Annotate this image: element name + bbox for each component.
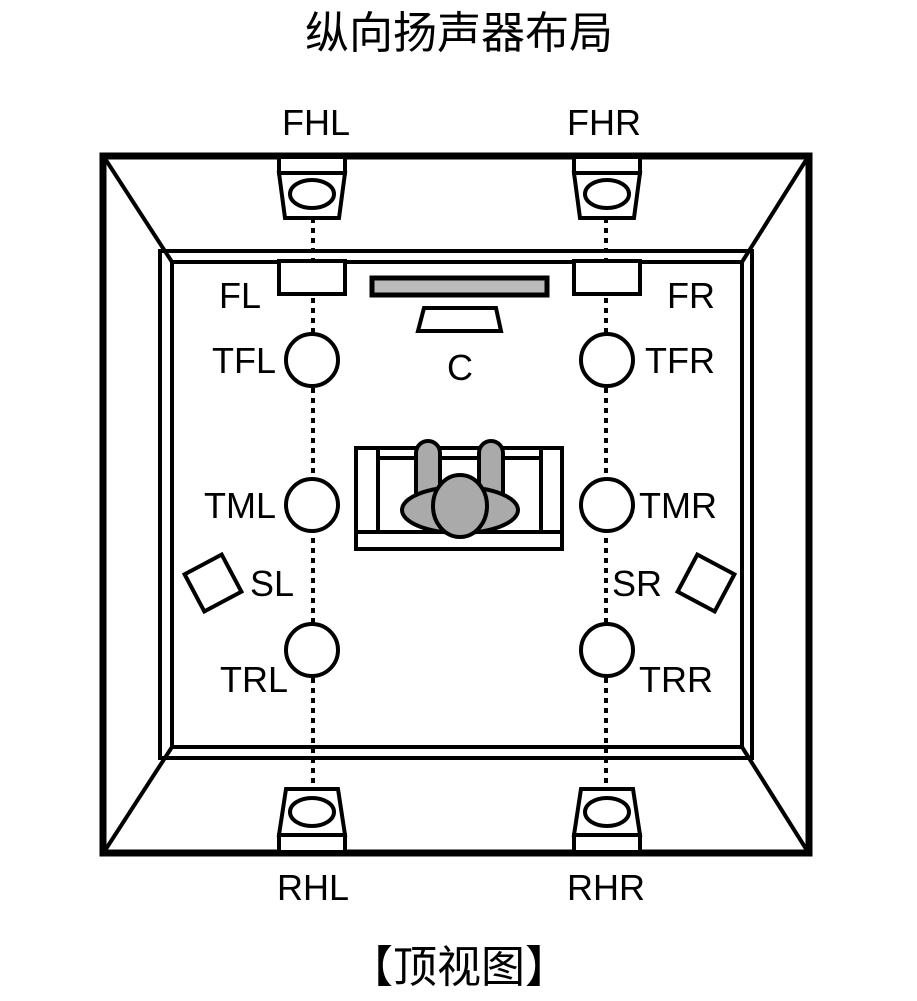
speaker-trr-icon <box>579 622 635 678</box>
label-sl: SL <box>250 563 294 604</box>
speaker-fhr-icon <box>571 155 643 220</box>
speaker-tmr-icon <box>579 477 635 533</box>
listener-couch-icon <box>354 439 564 551</box>
speaker-tml-icon <box>284 477 340 533</box>
speaker-c-icon <box>415 306 504 333</box>
label-fhr: FHR <box>567 102 641 143</box>
speaker-rhl-icon <box>276 787 348 854</box>
room <box>99 152 813 857</box>
label-fl: FL <box>219 275 261 316</box>
speaker-rhr-icon <box>571 787 643 854</box>
speaker-tfl-icon <box>284 332 340 388</box>
label-tfl: TFL <box>212 340 276 381</box>
label-trr: TRR <box>639 659 713 700</box>
speaker-sr-icon <box>674 551 738 615</box>
label-fhl: FHL <box>282 102 350 143</box>
tv-screen-icon <box>369 275 550 298</box>
speaker-sl-icon <box>181 551 245 615</box>
label-c: C <box>447 347 473 388</box>
diagram-title: 纵向扬声器布局 <box>305 8 613 59</box>
label-sr: SR <box>612 563 662 604</box>
speaker-fr-icon <box>572 259 642 296</box>
label-tfr: TFR <box>645 340 715 381</box>
speaker-tfr-icon <box>579 332 635 388</box>
label-tml: TML <box>204 485 276 526</box>
speaker-fhl-icon <box>276 155 348 220</box>
diagram-caption: 【顶视图】 <box>349 942 569 993</box>
label-rhl: RHL <box>277 867 349 908</box>
label-rhr: RHR <box>567 867 645 908</box>
label-trl: TRL <box>220 659 288 700</box>
speaker-trl-icon <box>284 622 340 678</box>
label-fr: FR <box>667 275 715 316</box>
label-tmr: TMR <box>639 485 717 526</box>
speaker-fl-icon <box>277 259 347 296</box>
